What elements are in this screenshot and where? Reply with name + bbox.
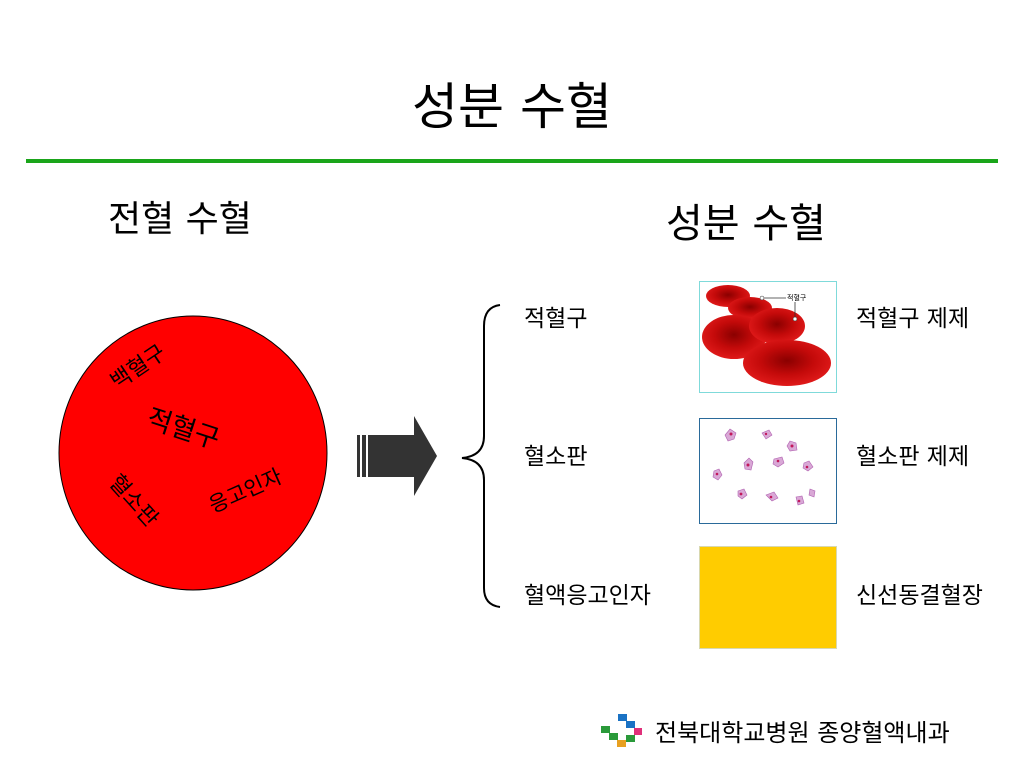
component-heading: 성분 수혈 bbox=[666, 201, 826, 247]
whole-blood-heading: 전혈 수혈 bbox=[108, 199, 252, 240]
platelet-image bbox=[699, 418, 837, 524]
hospital-logo-icon bbox=[601, 714, 642, 747]
title-divider bbox=[26, 159, 998, 163]
red-blood-cells-icon: 적혈구 bbox=[702, 285, 831, 386]
brace-icon bbox=[461, 304, 501, 608]
right-arrow-icon bbox=[357, 416, 437, 496]
component-label-platelet: 혈소판 bbox=[524, 444, 588, 470]
slide-title: 성분 수혈 bbox=[412, 78, 612, 136]
component-label-factor: 혈액응고인자 bbox=[524, 583, 651, 609]
footer-text: 전북대학교병원 종양혈액내과 bbox=[655, 719, 950, 747]
product-label-rbc: 적혈구 제제 bbox=[856, 306, 970, 332]
rbc-image: 적혈구 bbox=[699, 281, 837, 393]
product-label-plasma: 신선동결혈장 bbox=[856, 583, 983, 609]
platelets-icon bbox=[712, 428, 816, 506]
rbc-image-caption: 적혈구 bbox=[787, 293, 807, 302]
whole-blood-circle bbox=[58, 315, 328, 591]
product-label-platelet: 혈소판 제제 bbox=[856, 444, 970, 470]
component-label-rbc: 적혈구 bbox=[524, 306, 588, 332]
plasma-swatch bbox=[699, 546, 837, 649]
